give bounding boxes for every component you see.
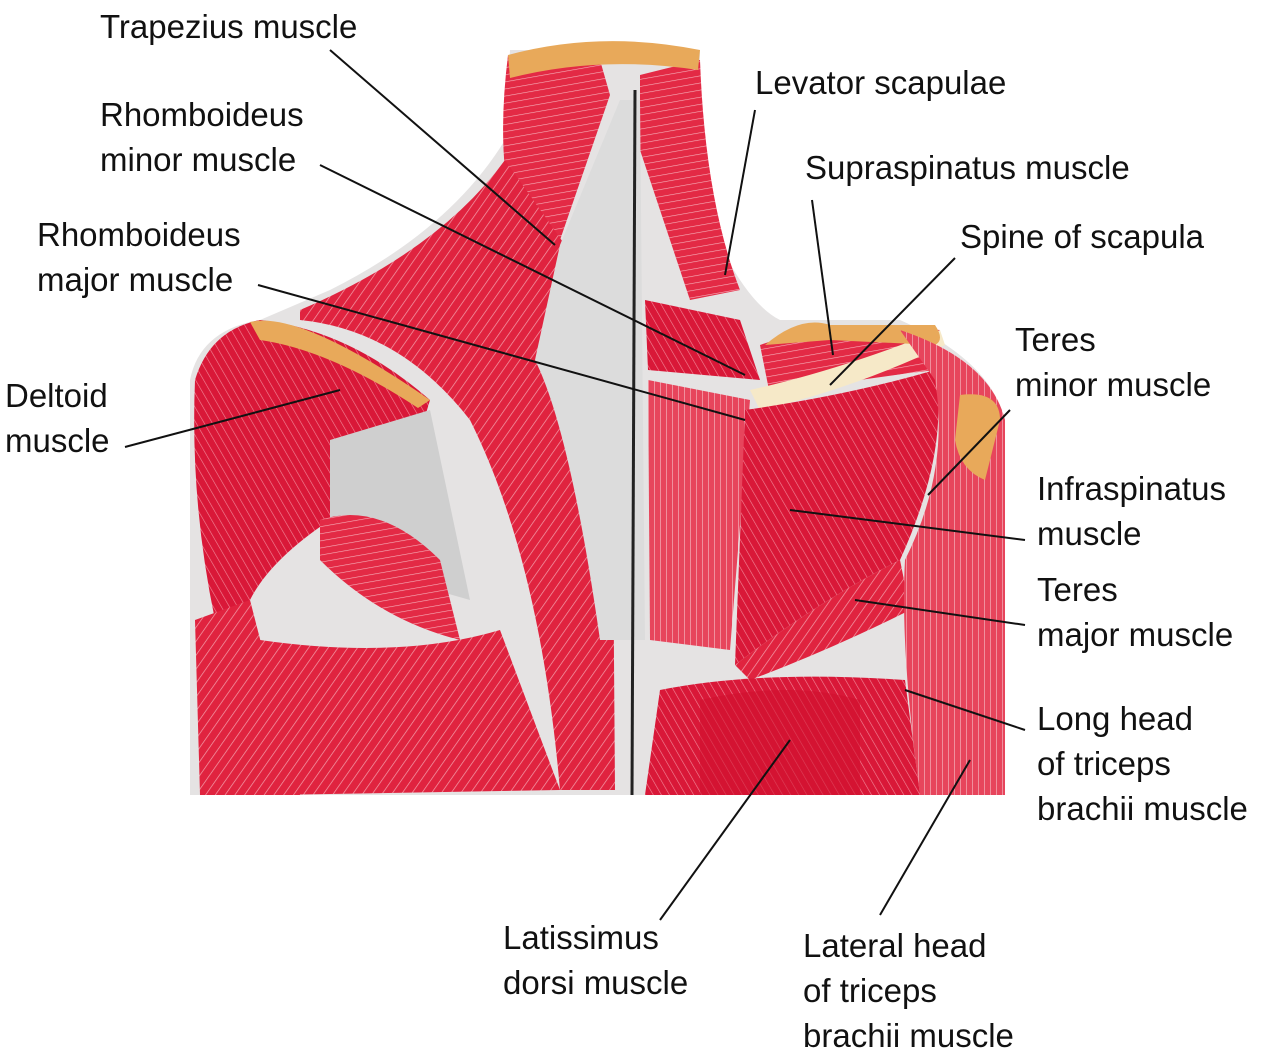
label-line: dorsi muscle xyxy=(503,964,689,1001)
label-line: Supraspinatus muscle xyxy=(805,149,1130,186)
label-trapezius: Trapezius muscle xyxy=(100,4,357,49)
label-line: Rhomboideus xyxy=(100,96,304,133)
scapula-spine xyxy=(750,330,945,410)
label-spine-of-scapula: Spine of scapula xyxy=(960,214,1204,259)
label-infraspinatus: Infraspinatus muscle xyxy=(1037,466,1226,556)
label-line: major muscle xyxy=(1037,616,1234,653)
label-line: of triceps xyxy=(803,972,937,1009)
label-levator-scapulae: Levator scapulae xyxy=(755,60,1006,105)
spine-line xyxy=(630,89,637,796)
label-line: Spine of scapula xyxy=(960,218,1205,255)
label-rhomboid-minor: Rhomboideus minor muscle xyxy=(100,92,304,182)
leader-lines xyxy=(124,49,1026,921)
neck-top-bone xyxy=(508,41,700,78)
leader-teres-minor xyxy=(927,409,1011,496)
label-rhomboid-major: Rhomboideus major muscle xyxy=(37,212,241,302)
left-acromion xyxy=(250,320,430,408)
leader-spine-scapula xyxy=(829,257,956,386)
label-line: brachii muscle xyxy=(803,1017,1014,1054)
label-long-head-triceps: Long head of triceps brachii muscle xyxy=(1037,696,1248,831)
label-line: Infraspinatus xyxy=(1037,470,1226,507)
label-line: Trapezius muscle xyxy=(100,8,358,45)
leader-levator xyxy=(724,109,756,276)
latissimus-area xyxy=(260,630,560,795)
rhomboid-major-area xyxy=(648,380,750,650)
leader-latissimus xyxy=(659,739,791,921)
deltoid-left xyxy=(194,320,430,620)
rhomboid-minor-area xyxy=(645,300,760,380)
label-latissimus-dorsi: Latissimus dorsi muscle xyxy=(503,915,688,1005)
leader-lateral-head xyxy=(879,759,971,916)
label-line: Teres xyxy=(1015,321,1096,358)
infraspinatus-area xyxy=(735,370,939,665)
teres-major-area xyxy=(735,560,910,680)
label-line: Latissimus xyxy=(503,919,659,956)
label-line: brachii muscle xyxy=(1037,790,1248,827)
label-line: Rhomboideus xyxy=(37,216,241,253)
leader-supraspinatus xyxy=(811,199,834,356)
label-line: Long head xyxy=(1037,700,1193,737)
label-line: minor muscle xyxy=(100,141,297,178)
leader-rhomboid-major xyxy=(257,284,746,421)
acromion xyxy=(765,322,940,345)
leader-infraspinatus xyxy=(789,509,1026,541)
label-deltoid: Deltoid muscle xyxy=(5,373,110,463)
label-line: muscle xyxy=(1037,515,1142,552)
label-line: muscle xyxy=(5,422,110,459)
label-teres-minor: Teres minor muscle xyxy=(1015,317,1211,407)
humerus-head xyxy=(955,394,1000,480)
label-line: major muscle xyxy=(37,261,234,298)
label-line: of triceps xyxy=(1037,745,1171,782)
label-teres-major: Teres major muscle xyxy=(1037,567,1233,657)
leader-long-head xyxy=(904,689,1026,731)
leader-deltoid xyxy=(124,389,341,448)
neck-muscles xyxy=(503,55,610,240)
label-line: minor muscle xyxy=(1015,366,1212,403)
leader-trapezius xyxy=(329,49,556,246)
leader-teres-major xyxy=(854,599,1026,626)
label-lateral-head-triceps: Lateral head of triceps brachii muscle xyxy=(803,923,1014,1056)
leader-rhomboid-minor xyxy=(319,164,746,376)
label-line: Teres xyxy=(1037,571,1118,608)
label-supraspinatus: Supraspinatus muscle xyxy=(805,145,1130,190)
label-line: Lateral head xyxy=(803,927,987,964)
label-line: Levator scapulae xyxy=(755,64,1007,101)
label-line: Deltoid xyxy=(5,377,108,414)
trapezius-left xyxy=(300,140,615,790)
